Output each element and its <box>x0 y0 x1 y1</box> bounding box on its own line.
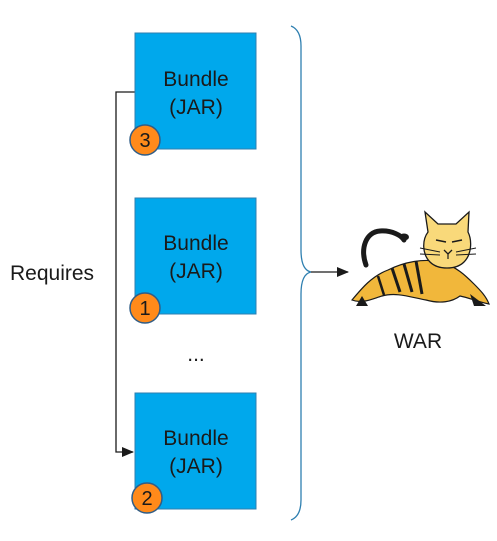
order-badge-2: 2 <box>131 482 163 514</box>
bundle-title: Bundle <box>163 68 228 91</box>
bundle-subtitle: (JAR) <box>169 96 223 119</box>
order-badge-3: 3 <box>129 124 161 156</box>
bundle-subtitle: (JAR) <box>169 260 223 283</box>
bundle-title: Bundle <box>163 427 228 450</box>
order-badge-label: 1 <box>139 298 150 320</box>
bundle-box-middle: Bundle (JAR) 1 <box>129 197 257 324</box>
bundle-box-bottom: Bundle (JAR) 2 <box>131 392 257 514</box>
bundle-box-top: Bundle (JAR) 3 <box>129 32 257 156</box>
tomcat-icon <box>351 210 490 306</box>
order-badge-label: 3 <box>139 130 150 152</box>
ellipsis: ... <box>187 343 205 366</box>
war-label: WAR <box>394 330 442 353</box>
order-badge-label: 2 <box>141 488 152 510</box>
bundle-subtitle: (JAR) <box>169 455 223 478</box>
requires-label: Requires <box>10 262 94 285</box>
requires-connector <box>115 91 135 457</box>
grouping-brace <box>290 25 312 521</box>
order-badge-1: 1 <box>129 292 161 324</box>
bundle-title: Bundle <box>163 232 228 255</box>
